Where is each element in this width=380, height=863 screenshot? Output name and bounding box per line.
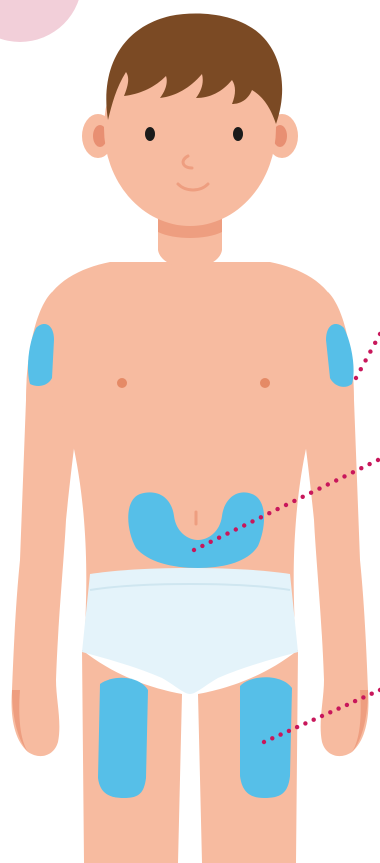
- callout-dot-thigh-left: [278, 732, 282, 736]
- injection-site-upper-arm-left: [326, 324, 354, 387]
- callout-dot-abdomen: [192, 548, 196, 552]
- callout-dot-abdomen: [217, 536, 221, 540]
- callout-dot-thigh-left: [320, 714, 324, 718]
- callout-dot-thigh-left: [270, 736, 274, 740]
- callout-dot-thigh-left: [345, 703, 349, 707]
- right-eye: [145, 127, 155, 141]
- injection-site-thigh-right: [98, 678, 148, 798]
- callout-dot-thigh-left: [370, 692, 374, 696]
- callout-dot-upper-arm-left: [363, 358, 367, 362]
- callout-dot-thigh-left: [328, 710, 332, 714]
- left-nipple: [260, 378, 270, 388]
- callout-dot-thigh-left: [336, 706, 340, 710]
- callout-dot-abdomen: [301, 495, 305, 499]
- callout-dot-abdomen: [317, 486, 321, 490]
- callout-dot-abdomen: [259, 515, 263, 519]
- callout-dot-upper-arm-left: [373, 341, 377, 345]
- callout-dot-abdomen: [267, 511, 271, 515]
- callout-dot-upper-arm-left: [359, 367, 363, 371]
- callout-dot-abdomen: [326, 482, 330, 486]
- right-nipple: [117, 378, 127, 388]
- callout-dot-upper-arm-left: [354, 376, 358, 380]
- callout-dot-abdomen: [200, 544, 204, 548]
- callout-dot-thigh-left: [353, 699, 357, 703]
- callout-dot-thigh-left: [361, 695, 365, 699]
- callout-dot-abdomen: [292, 499, 296, 503]
- callout-dot-abdomen: [284, 503, 288, 507]
- callout-dot-thigh-left: [262, 740, 266, 744]
- callout-dot-abdomen: [351, 470, 355, 474]
- callout-dot-upper-arm-left: [368, 349, 372, 353]
- callout-dot-abdomen: [234, 527, 238, 531]
- callout-dot-abdomen: [376, 458, 380, 462]
- callout-dot-abdomen: [342, 474, 346, 478]
- injection-site-thigh-left: [240, 677, 292, 798]
- callout-dot-abdomen: [250, 519, 254, 523]
- injection-site-upper-arm-right: [28, 324, 54, 386]
- pink-circle-icon: [0, 0, 82, 42]
- callout-dot-abdomen: [225, 531, 229, 535]
- callout-dot-thigh-left: [312, 718, 316, 722]
- left-eye: [233, 127, 243, 141]
- callout-dot-abdomen: [367, 462, 371, 466]
- callout-dot-abdomen: [275, 507, 279, 511]
- callout-dot-abdomen: [334, 478, 338, 482]
- callout-dot-thigh-left: [295, 725, 299, 729]
- callout-dot-abdomen: [209, 540, 213, 544]
- callout-dot-thigh-left: [287, 729, 291, 733]
- callout-dot-thigh-left: [303, 721, 307, 725]
- callout-dot-abdomen: [242, 523, 246, 527]
- callout-dot-abdomen: [309, 491, 313, 495]
- callout-dot-abdomen: [359, 466, 363, 470]
